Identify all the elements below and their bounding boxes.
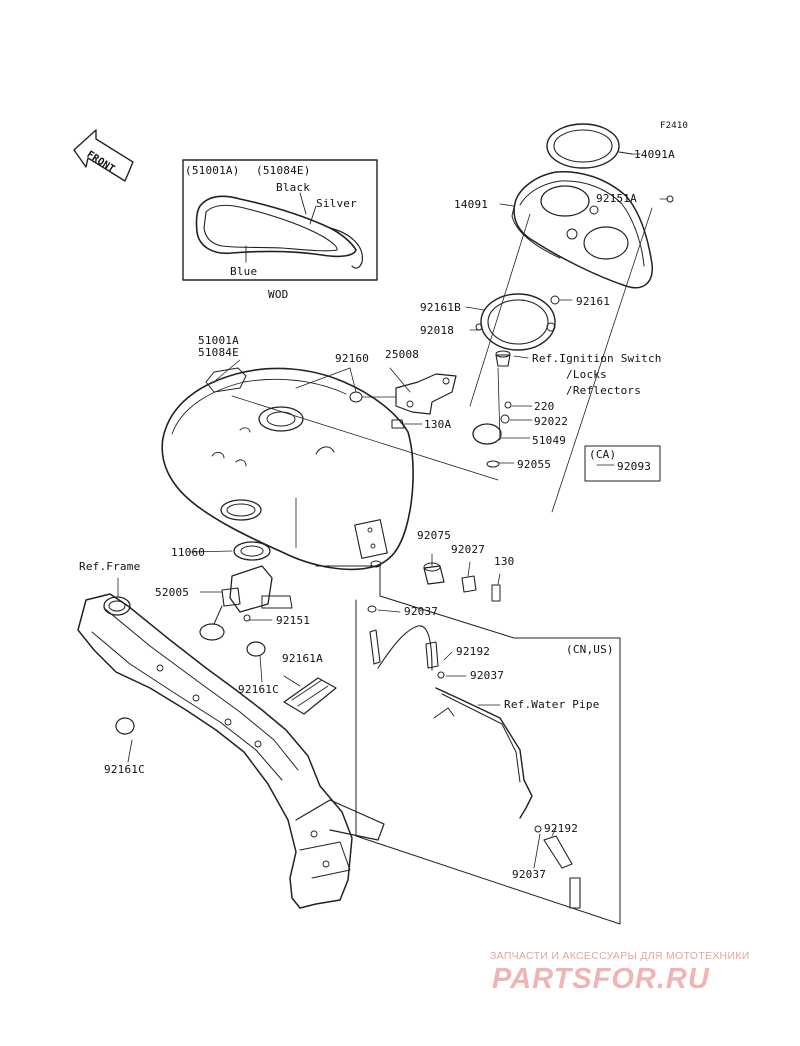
hoses-and-water-pipe <box>369 625 581 909</box>
meter-cover-gasket <box>546 123 633 169</box>
part-label-92192-lower: 92192 <box>544 822 579 835</box>
part-label-52005: 52005 <box>155 586 190 599</box>
part-label-92160: 92160 <box>335 352 370 365</box>
part-label-92037-upper: 92037 <box>404 605 439 618</box>
part-label-130a: 130A <box>424 418 452 431</box>
part-label-92161a: 92161A <box>282 652 323 665</box>
frame <box>77 593 385 909</box>
inset-code-51084e: (51084E) <box>256 164 311 177</box>
part-label-92022: 92022 <box>534 415 569 428</box>
ref-water-pipe: Ref.Water Pipe <box>504 698 600 711</box>
region-label-ca: (CA) <box>589 448 617 461</box>
cnus-region-box <box>315 565 621 925</box>
part-label-14091: 14091 <box>454 198 489 211</box>
part-label-220: 220 <box>534 400 555 413</box>
ignition-cap-parts <box>472 195 674 468</box>
part-label-92161c-lower: 92161C <box>104 763 145 776</box>
part-label-92151: 92151 <box>276 614 311 627</box>
meter-gasket-b <box>475 293 556 351</box>
part-label-14091a: 14091A <box>634 148 675 161</box>
region-label-cnus: (CN,US) <box>566 643 614 656</box>
fuel-pump-gaskets <box>220 499 271 561</box>
inset-color-silver: Silver <box>316 197 357 210</box>
part-label-92093: 92093 <box>617 460 652 473</box>
ref-ignition-switch: Ref.Ignition Switch <box>532 352 662 365</box>
front-arrow-icon <box>73 129 134 182</box>
inset-code-51001a: (51001A) <box>185 164 240 177</box>
inset-caption: WOD <box>268 288 289 301</box>
part-label-92055: 92055 <box>517 458 552 471</box>
part-label-92075: 92075 <box>417 529 452 542</box>
part-label-92027: 92027 <box>451 543 486 556</box>
figure-code: F2410 <box>660 121 689 131</box>
fuel-pump <box>199 565 293 641</box>
frame-rubber-parts <box>115 641 337 735</box>
leader-lines <box>117 153 669 869</box>
part-label-51001a: 51001A <box>198 334 239 347</box>
part-label-11060: 11060 <box>171 546 206 559</box>
ref-ignition-locks: /Locks <box>566 368 607 381</box>
part-label-92018: 92018 <box>420 324 455 337</box>
fuel-tank <box>161 367 414 571</box>
inset-color-black: Black <box>276 181 311 194</box>
part-label-92161: 92161 <box>576 295 611 308</box>
part-label-130: 130 <box>494 555 515 568</box>
part-label-92161b: 92161B <box>420 301 461 314</box>
inset-color-blue: Blue <box>230 265 258 278</box>
inset-decal-box <box>182 159 378 281</box>
part-label-92151a: 92151A <box>596 192 637 205</box>
part-label-92037-middle: 92037 <box>470 669 505 682</box>
watermark-logo: PARTSFOR.RU <box>492 963 710 995</box>
watermark-tagline: ЗАПЧАСТИ И АКСЕССУАРЫ ДЛЯ МОТОТЕХНИКИ <box>490 950 750 962</box>
ref-ignition-reflectors: /Reflectors <box>566 384 642 397</box>
part-label-92161c-upper: 92161C <box>238 683 279 696</box>
part-label-92192-upper: 92192 <box>456 645 491 658</box>
ca-region-box <box>584 445 661 482</box>
part-label-51049: 51049 <box>532 434 567 447</box>
part-label-25008: 25008 <box>385 348 420 361</box>
ref-frame: Ref.Frame <box>79 560 141 573</box>
meter-cover <box>511 170 653 289</box>
part-label-51084e: 51084E <box>198 346 239 359</box>
part-label-92037-lower: 92037 <box>512 868 547 881</box>
